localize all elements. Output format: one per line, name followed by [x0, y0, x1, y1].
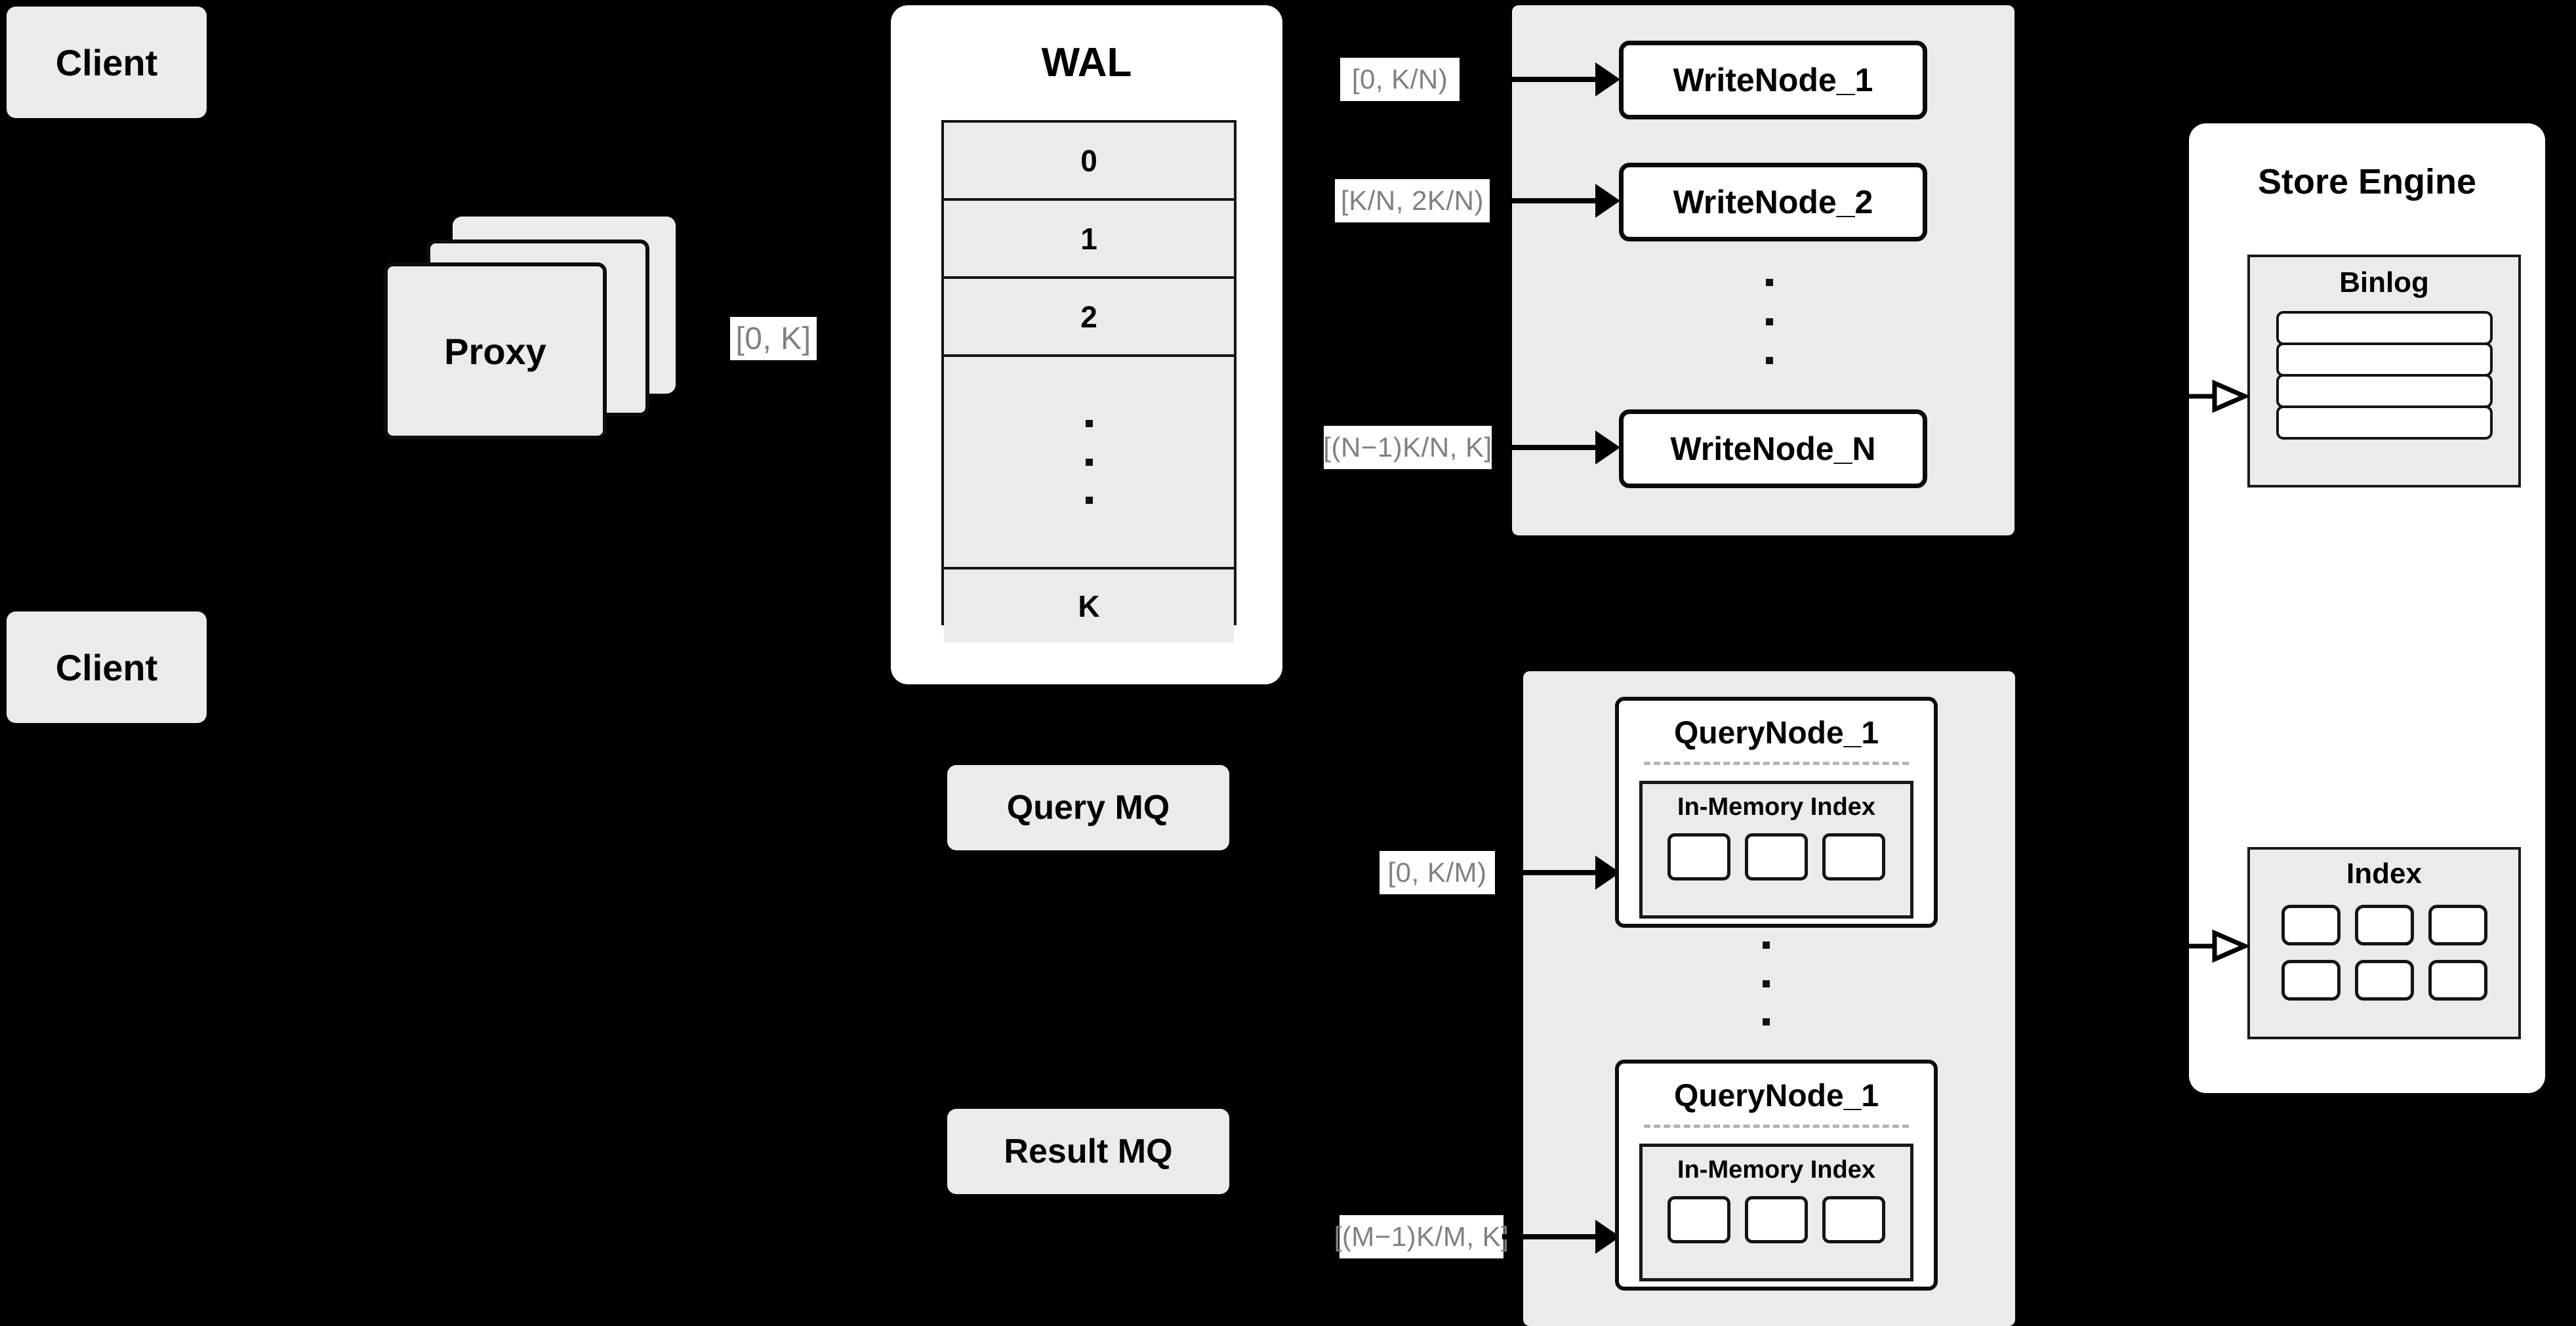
write-node-2-label: WriteNode_2 [1673, 184, 1873, 220]
query-node-m-divider [1644, 1125, 1909, 1128]
wal-table: 0 1 2 K [941, 120, 1237, 642]
query-node-m-arrow [1502, 1220, 1620, 1254]
binlog-bar[interactable] [2276, 311, 2493, 345]
store-index-cell[interactable] [2428, 960, 2487, 1001]
store-engine-title: Store Engine [2257, 162, 2477, 201]
write-node-n[interactable]: WriteNode_N [1619, 409, 1927, 488]
wal-row-1[interactable]: 1 [944, 201, 1234, 279]
binlog-bar[interactable] [2276, 342, 2493, 377]
write-node-1-range-label: [0, K/N) [1340, 58, 1460, 101]
write-node-1[interactable]: WriteNode_1 [1619, 41, 1927, 119]
wal-row-ellipsis [944, 357, 1234, 570]
binlog-title: Binlog [2339, 266, 2429, 299]
store-index-cell[interactable] [2281, 905, 2341, 945]
query-node-1-arrow [1499, 856, 1620, 890]
store-index-cell[interactable] [2281, 960, 2341, 1001]
write-node-n-label: WriteNode_N [1670, 430, 1876, 467]
wal-ellipsis-icon [1085, 420, 1093, 504]
query-node-1-index-cell[interactable] [1745, 833, 1808, 881]
write-node-2[interactable]: WriteNode_2 [1619, 163, 1927, 241]
binlog-feed-arrow [2184, 379, 2250, 413]
write-node-2-range-label: [K/N, 2K/N) [1335, 179, 1490, 222]
client-box-2[interactable]: Client [7, 611, 207, 723]
query-mq-label: Query MQ [1006, 789, 1170, 827]
query-node-1-divider [1644, 762, 1909, 765]
write-node-n-arrow [1492, 430, 1620, 465]
client-box-1[interactable]: Client [7, 7, 207, 118]
query-node-m-range-label: [(M−1)K/M, K] [1334, 1215, 1509, 1258]
query-node-1-index-cell[interactable] [1667, 833, 1730, 881]
result-mq-label: Result MQ [1004, 1132, 1173, 1171]
query-node-1[interactable]: QueryNode_1 In-Memory Index [1615, 697, 1938, 928]
write-node-1-arrow [1462, 62, 1620, 96]
wal-row-k[interactable]: K [944, 570, 1234, 642]
query-node-1-range-label: [0, K/M) [1380, 851, 1495, 894]
store-index-cell[interactable] [2354, 905, 2414, 945]
client-label-1: Client [55, 41, 158, 83]
query-node-m-in-memory-index: In-Memory Index [1639, 1144, 1913, 1281]
index-feed-arrow [2184, 929, 2250, 963]
write-node-1-label: WriteNode_1 [1673, 62, 1873, 98]
query-node-1-in-memory-index: In-Memory Index [1639, 781, 1913, 919]
binlog-bar[interactable] [2276, 374, 2493, 408]
query-node-ellipsis-icon [1761, 942, 1770, 1026]
binlog-bar[interactable] [2276, 405, 2493, 440]
proxy-label: Proxy [444, 330, 546, 372]
result-mq-box[interactable]: Result MQ [947, 1109, 1229, 1194]
query-node-m-index-cell[interactable] [1667, 1196, 1730, 1243]
query-node-1-index-cell[interactable] [1822, 833, 1885, 881]
query-node-m-index-cell[interactable] [1822, 1196, 1885, 1243]
query-node-m[interactable]: QueryNode_1 In-Memory Index [1615, 1060, 1938, 1291]
proxy-range-label: [0, K] [730, 317, 817, 360]
query-node-m-index-title: In-Memory Index [1677, 1156, 1875, 1184]
query-mq-box[interactable]: Query MQ [947, 765, 1229, 850]
write-node-n-range-label: [(N−1)K/N, K] [1323, 426, 1492, 469]
binlog-box: Binlog [2247, 255, 2521, 487]
query-node-m-index-cell[interactable] [1745, 1196, 1808, 1243]
store-index-cell[interactable] [2354, 960, 2414, 1001]
client-label-2: Client [55, 646, 158, 688]
store-index-cell[interactable] [2428, 905, 2487, 945]
write-node-ellipsis-icon [1765, 279, 1774, 364]
write-node-2-arrow [1490, 184, 1620, 218]
query-node-1-label: QueryNode_1 [1673, 716, 1879, 751]
store-index-title: Index [2346, 858, 2422, 890]
query-node-m-label: QueryNode_1 [1673, 1079, 1879, 1113]
wal-title: WAL [1041, 40, 1132, 85]
wal-row-2[interactable]: 2 [944, 279, 1234, 357]
query-node-1-index-title: In-Memory Index [1677, 793, 1875, 821]
store-index-box: Index [2247, 847, 2521, 1039]
wal-row-0[interactable]: 0 [944, 123, 1234, 201]
proxy-box[interactable]: Proxy [384, 262, 607, 440]
